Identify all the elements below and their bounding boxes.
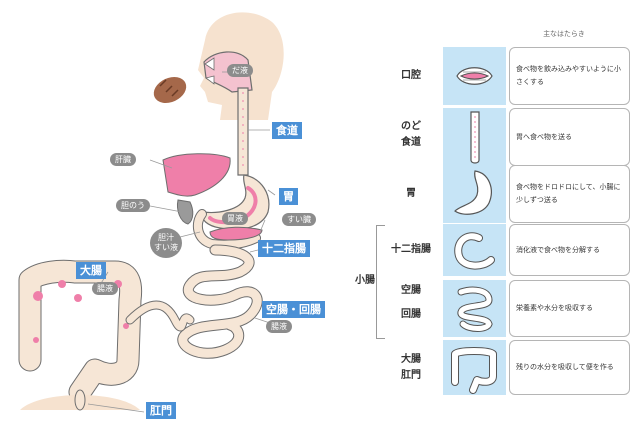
table-row: 口腔 食べ物を飲み込みやすいように小さくする xyxy=(378,47,630,105)
anus-label: 肛門 xyxy=(146,402,176,419)
esophagus-icon xyxy=(470,111,480,164)
organ-name: 胃 xyxy=(406,188,416,199)
esophagus-tube xyxy=(237,87,249,176)
jejunum-ileum-label: 空腸・回腸 xyxy=(262,301,325,318)
organ-name: 口腔 xyxy=(401,70,421,81)
gallbladder-organ xyxy=(177,199,194,225)
table-row: 大腸 肛門 残りの水分を吸収して便を作る xyxy=(378,340,630,395)
stomach-label: 胃 xyxy=(279,188,298,205)
large-intestine-contents xyxy=(33,280,129,343)
liver-label: 肝臓 xyxy=(110,153,136,166)
pancreas-label: すい臓 xyxy=(282,213,316,226)
stomach-organ xyxy=(201,174,270,231)
description: 食べ物をドロドロにして、小腸に少しずつ送る xyxy=(509,165,630,223)
organ-name: 大腸 肛門 xyxy=(401,354,421,381)
table-row: 十二指腸 消化液で食べ物を分解する xyxy=(378,224,630,276)
table-title: 主なはたらき xyxy=(543,30,585,38)
icon-box xyxy=(443,165,506,223)
organ-name: 空腸 回腸 xyxy=(401,285,421,320)
intestinal-juice-label: 腸液 xyxy=(266,320,292,333)
pancreas-organ xyxy=(209,226,263,241)
gallbladder-label: 胆のう xyxy=(116,199,150,212)
small-intestine-label: 小腸 xyxy=(355,275,375,286)
icon-box xyxy=(443,280,506,337)
large-intestine-icon xyxy=(451,347,497,394)
large-intestine-label: 大腸 xyxy=(76,262,106,279)
icon-box xyxy=(443,224,506,276)
small-intestine-icon xyxy=(457,286,493,332)
gastric-juice-label: 胃液 xyxy=(222,212,248,225)
description: 消化液で食べ物を分解する xyxy=(509,224,630,276)
liver-organ xyxy=(162,153,231,197)
teeth xyxy=(204,57,215,85)
small-intestine-bracket xyxy=(376,225,385,339)
anus-organ xyxy=(74,389,86,411)
organ-name: のど 食道 xyxy=(401,121,421,148)
icon-box xyxy=(443,108,506,166)
stomach-icon xyxy=(454,170,492,215)
table-row: 胃 食べ物をドロドロにして、小腸に少しずつ送る xyxy=(378,165,630,223)
mouth-icon xyxy=(456,67,493,85)
bile-pancreatic-juice-label: 胆汁 すい液 xyxy=(150,228,182,258)
esophagus-label: 食道 xyxy=(272,122,302,139)
description: 栄養素や水分を吸収する xyxy=(509,280,630,337)
bread-icon xyxy=(153,76,187,104)
table-row: 空腸 回腸 栄養素や水分を吸収する xyxy=(378,280,630,337)
saliva-label: だ液 xyxy=(227,64,253,77)
organ-name: 十二指腸 xyxy=(391,244,431,255)
large-intestine-juice-label: 腸液 xyxy=(92,282,118,295)
description: 残りの水分を吸収して便を作る xyxy=(509,340,630,395)
duodenum-label: 十二指腸 xyxy=(258,240,310,257)
icon-box xyxy=(443,47,506,105)
table-row: のど 食道 胃へ食べ物を送る xyxy=(378,108,630,166)
description: 食べ物を飲み込みやすいように小さくする xyxy=(509,47,630,105)
duodenum-icon xyxy=(454,232,495,270)
icon-box xyxy=(443,340,506,395)
description: 胃へ食べ物を送る xyxy=(509,108,630,166)
